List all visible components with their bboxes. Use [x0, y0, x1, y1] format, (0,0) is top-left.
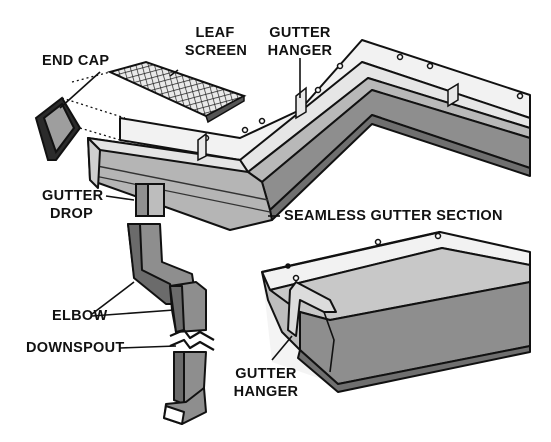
label-downspout: DOWNSPOUT	[26, 340, 125, 356]
main-gutter	[87, 39, 531, 231]
inset-gutter-detail	[261, 230, 531, 393]
label-end-cap: END CAP	[42, 53, 110, 69]
label-elbow: ELBOW	[52, 308, 108, 324]
label-gutter-drop-line1: GUTTER	[42, 188, 104, 204]
inset-screws	[285, 232, 442, 282]
label-gutter-hanger-bottom-line1: GUTTER	[235, 366, 297, 382]
gutter-hardware	[197, 53, 524, 162]
label-gutter-hanger-top-line2: HANGER	[267, 43, 333, 59]
label-gutter-hanger-top-line1: GUTTER	[269, 25, 331, 41]
downspout-assembly	[127, 223, 215, 425]
gutter-left-end	[87, 137, 101, 189]
label-leaf-screen-line1: LEAF	[195, 25, 235, 41]
label-gutter-drop-line2: DROP	[50, 206, 94, 222]
label-gutter-hanger-bottom-line2: HANGER	[233, 384, 299, 400]
label-seamless-gutter-section: SEAMLESS GUTTER SECTION	[284, 208, 503, 224]
end-cap	[34, 96, 82, 161]
leader-lines	[59, 58, 301, 361]
leaf-screen-edge	[205, 94, 245, 124]
label-leaf-screen-line2: SCREEN	[184, 43, 248, 59]
gutter-drop	[135, 183, 165, 217]
